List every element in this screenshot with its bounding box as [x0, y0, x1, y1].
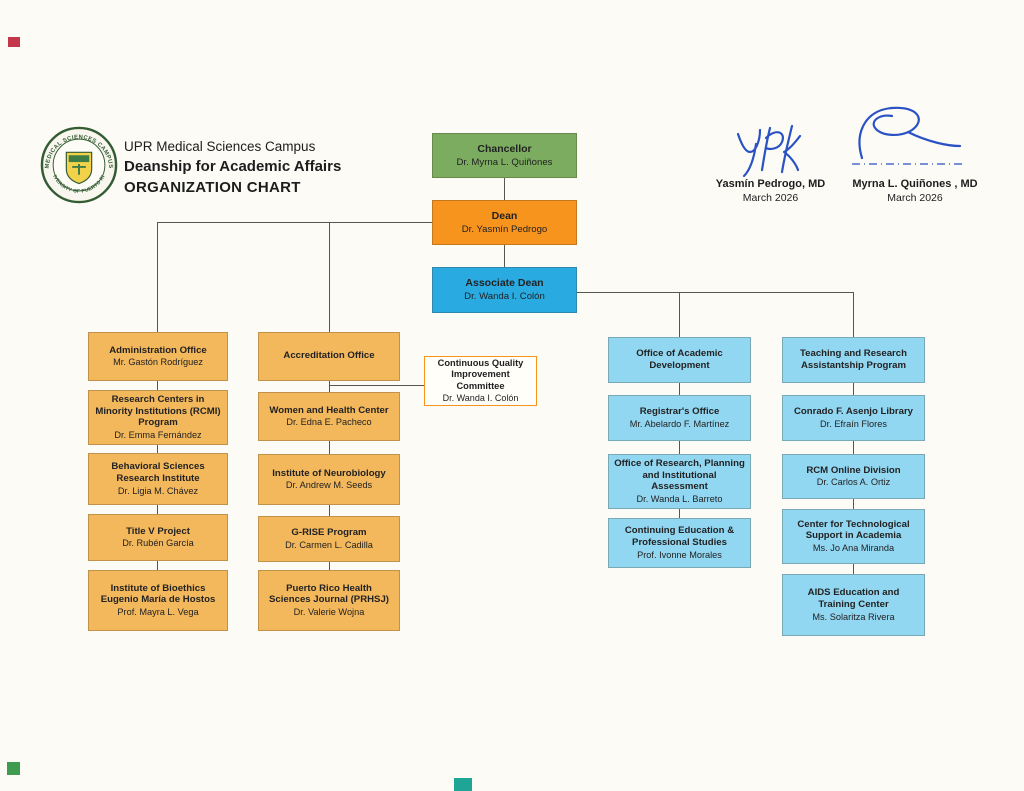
- org-box-person: Dr. Edna E. Pacheco: [286, 417, 372, 428]
- connector-line: [679, 292, 680, 337]
- org-box-rcmi-program: Research Centers in Minority Institution…: [88, 390, 228, 445]
- connector-line: [504, 178, 505, 200]
- org-box-title: Women and Health Center: [269, 404, 389, 416]
- signature-yasmin-pedrogo: [726, 118, 826, 185]
- org-box-person: Dr. Wanda L. Barreto: [636, 493, 723, 504]
- connector-line: [157, 222, 433, 223]
- signer-date: March 2026: [887, 192, 943, 204]
- org-box-title: Accreditation Office: [283, 350, 375, 362]
- org-box-institute-of-bioethics: Institute of Bioethics Eugenio María de …: [88, 570, 228, 631]
- org-box-person: Dr. Myrna L. Quiñones: [456, 156, 553, 168]
- org-box-title: Center for Technological Support in Acad…: [797, 518, 910, 542]
- org-box-title: AIDS Education and Training Center: [807, 587, 900, 610]
- org-box-title: Continuing Education & Professional Stud…: [624, 525, 735, 548]
- org-box-associate-dean: Associate Dean Dr. Wanda I. Colón: [432, 267, 577, 313]
- org-box-person: Dr. Carmen L. Cadilla: [285, 539, 373, 550]
- signature-myrna-quinones: [848, 102, 972, 181]
- org-box-accreditation-office: Accreditation Office: [258, 332, 400, 381]
- org-box-title: Office of Research, Planning and Institu…: [614, 457, 745, 493]
- signer-name: Myrna L. Quiñones , MD: [852, 178, 978, 190]
- org-box-continuing-education: Continuing Education & Professional Stud…: [608, 518, 751, 568]
- org-box-behavioral-sciences-research-institute: Behavioral Sciences Research Institute D…: [88, 453, 228, 505]
- org-box-title: Puerto Rico Health Sciences Journal (PRH…: [269, 582, 389, 606]
- upr-seal-logo: MEDICAL SCIENCES CAMPUS UNIVERSITY OF PU…: [38, 122, 118, 209]
- org-box-person: Dr. Wanda I. Colón: [442, 393, 519, 404]
- campus-title: UPR Medical Sciences Campus: [124, 139, 316, 154]
- signer-date: March 2026: [742, 192, 799, 204]
- org-box-rcm-online-division: RCM Online Division Dr. Carlos A. Ortiz: [782, 454, 925, 499]
- connector-line: [504, 245, 505, 267]
- connector-line: [157, 222, 158, 332]
- org-box-person: Ms. Jo Ana Miranda: [812, 543, 895, 554]
- org-box-person: Mr. Abelardo F. Martínez: [629, 418, 730, 429]
- org-box-teaching-research-assistantship: Teaching and Research Assistantship Prog…: [782, 337, 925, 383]
- signature-label-yasmin: Yasmín Pedrogo, MD March 2026: [703, 178, 838, 204]
- org-box-cqi-committee: Continuous Quality Improvement Committee…: [424, 356, 537, 406]
- org-box-title: Office of Academic Development: [636, 347, 723, 371]
- org-box-title: Institute of Bioethics Eugenio María de …: [100, 582, 216, 606]
- org-box-person: Dr. Valerie Wojna: [293, 607, 365, 618]
- org-box-title: Conrado F. Asenjo Library: [793, 406, 914, 418]
- org-box-person: Dr. Wanda I. Colón: [464, 291, 545, 303]
- org-box-title: Administration Office: [109, 344, 207, 356]
- org-box-women-and-health-center: Women and Health Center Dr. Edna E. Pach…: [258, 392, 400, 441]
- org-box-title: Dean: [491, 209, 518, 222]
- org-box-person: Prof. Mayra L. Vega: [117, 607, 199, 618]
- document-header: UPR Medical Sciences Campus Deanship for…: [124, 139, 341, 196]
- scan-mark-red: [8, 37, 20, 47]
- org-box-person: Mr. Gastón Rodríguez: [113, 357, 203, 368]
- org-box-research-planning-assessment: Office of Research, Planning and Institu…: [608, 454, 751, 509]
- org-box-dean: Dean Dr. Yasmín Pedrogo: [432, 200, 577, 245]
- org-box-title: G-RISE Program: [291, 527, 367, 539]
- org-box-prhsj: Puerto Rico Health Sciences Journal (PRH…: [258, 570, 400, 631]
- signer-name: Yasmín Pedrogo, MD: [715, 178, 826, 190]
- org-box-person: Ms. Solaritza Rivera: [812, 611, 895, 622]
- org-box-person: Dr. Andrew M. Seeds: [285, 480, 373, 491]
- org-box-institute-of-neurobiology: Institute of Neurobiology Dr. Andrew M. …: [258, 454, 400, 505]
- org-box-title: Teaching and Research Assistantship Prog…: [800, 347, 907, 371]
- org-box-person: Prof. Ivonne Morales: [637, 549, 722, 560]
- org-box-title: Associate Dean: [465, 277, 544, 290]
- connector-line: [577, 292, 854, 293]
- org-box-title: Research Centers in Minority Institution…: [95, 393, 221, 429]
- org-box-registrars-office: Registrar's Office Mr. Abelardo F. Martí…: [608, 395, 751, 441]
- org-box-asenjo-library: Conrado F. Asenjo Library Dr. Efraín Flo…: [782, 395, 925, 441]
- org-box-office-of-academic-development: Office of Academic Development: [608, 337, 751, 383]
- org-box-tech-support-academia: Center for Technological Support in Acad…: [782, 509, 925, 564]
- org-box-title: Registrar's Office: [639, 406, 720, 418]
- deanship-title: Deanship for Academic Affairs: [124, 158, 342, 175]
- signature-label-myrna: Myrna L. Quiñones , MD March 2026: [845, 178, 985, 204]
- scan-mark-green: [7, 762, 20, 775]
- org-box-title: RCM Online Division: [806, 464, 901, 476]
- scan-mark-teal: [454, 778, 472, 791]
- org-box-title: Continuous Quality Improvement Committee: [437, 358, 524, 391]
- org-box-g-rise-program: G-RISE Program Dr. Carmen L. Cadilla: [258, 516, 400, 562]
- org-box-title-v-project: Title V Project Dr. Rubén García: [88, 514, 228, 561]
- org-box-person: Dr. Efraín Flores: [820, 418, 887, 429]
- org-box-person: Dr. Rubén García: [122, 538, 194, 549]
- org-box-title: Institute of Neurobiology: [272, 467, 386, 479]
- connector-line: [329, 385, 424, 386]
- connector-line: [329, 222, 330, 332]
- org-box-title: Behavioral Sciences Research Institute: [111, 461, 205, 484]
- chart-title: ORGANIZATION CHART: [124, 179, 301, 196]
- org-box-person: Dr. Yasmín Pedrogo: [461, 223, 548, 235]
- org-box-aids-education-training-center: AIDS Education and Training Center Ms. S…: [782, 574, 925, 636]
- org-box-person: Dr. Emma Fernández: [114, 429, 202, 440]
- connector-line: [853, 292, 854, 337]
- org-box-person: Dr. Ligia M. Chávez: [117, 485, 199, 496]
- org-box-title: Chancellor: [477, 142, 532, 155]
- org-box-title: Title V Project: [126, 525, 190, 537]
- org-box-administration-office: Administration Office Mr. Gastón Rodrígu…: [88, 332, 228, 381]
- org-box-chancellor: Chancellor Dr. Myrna L. Quiñones: [432, 133, 577, 178]
- org-box-person: Dr. Carlos A. Ortiz: [816, 477, 891, 488]
